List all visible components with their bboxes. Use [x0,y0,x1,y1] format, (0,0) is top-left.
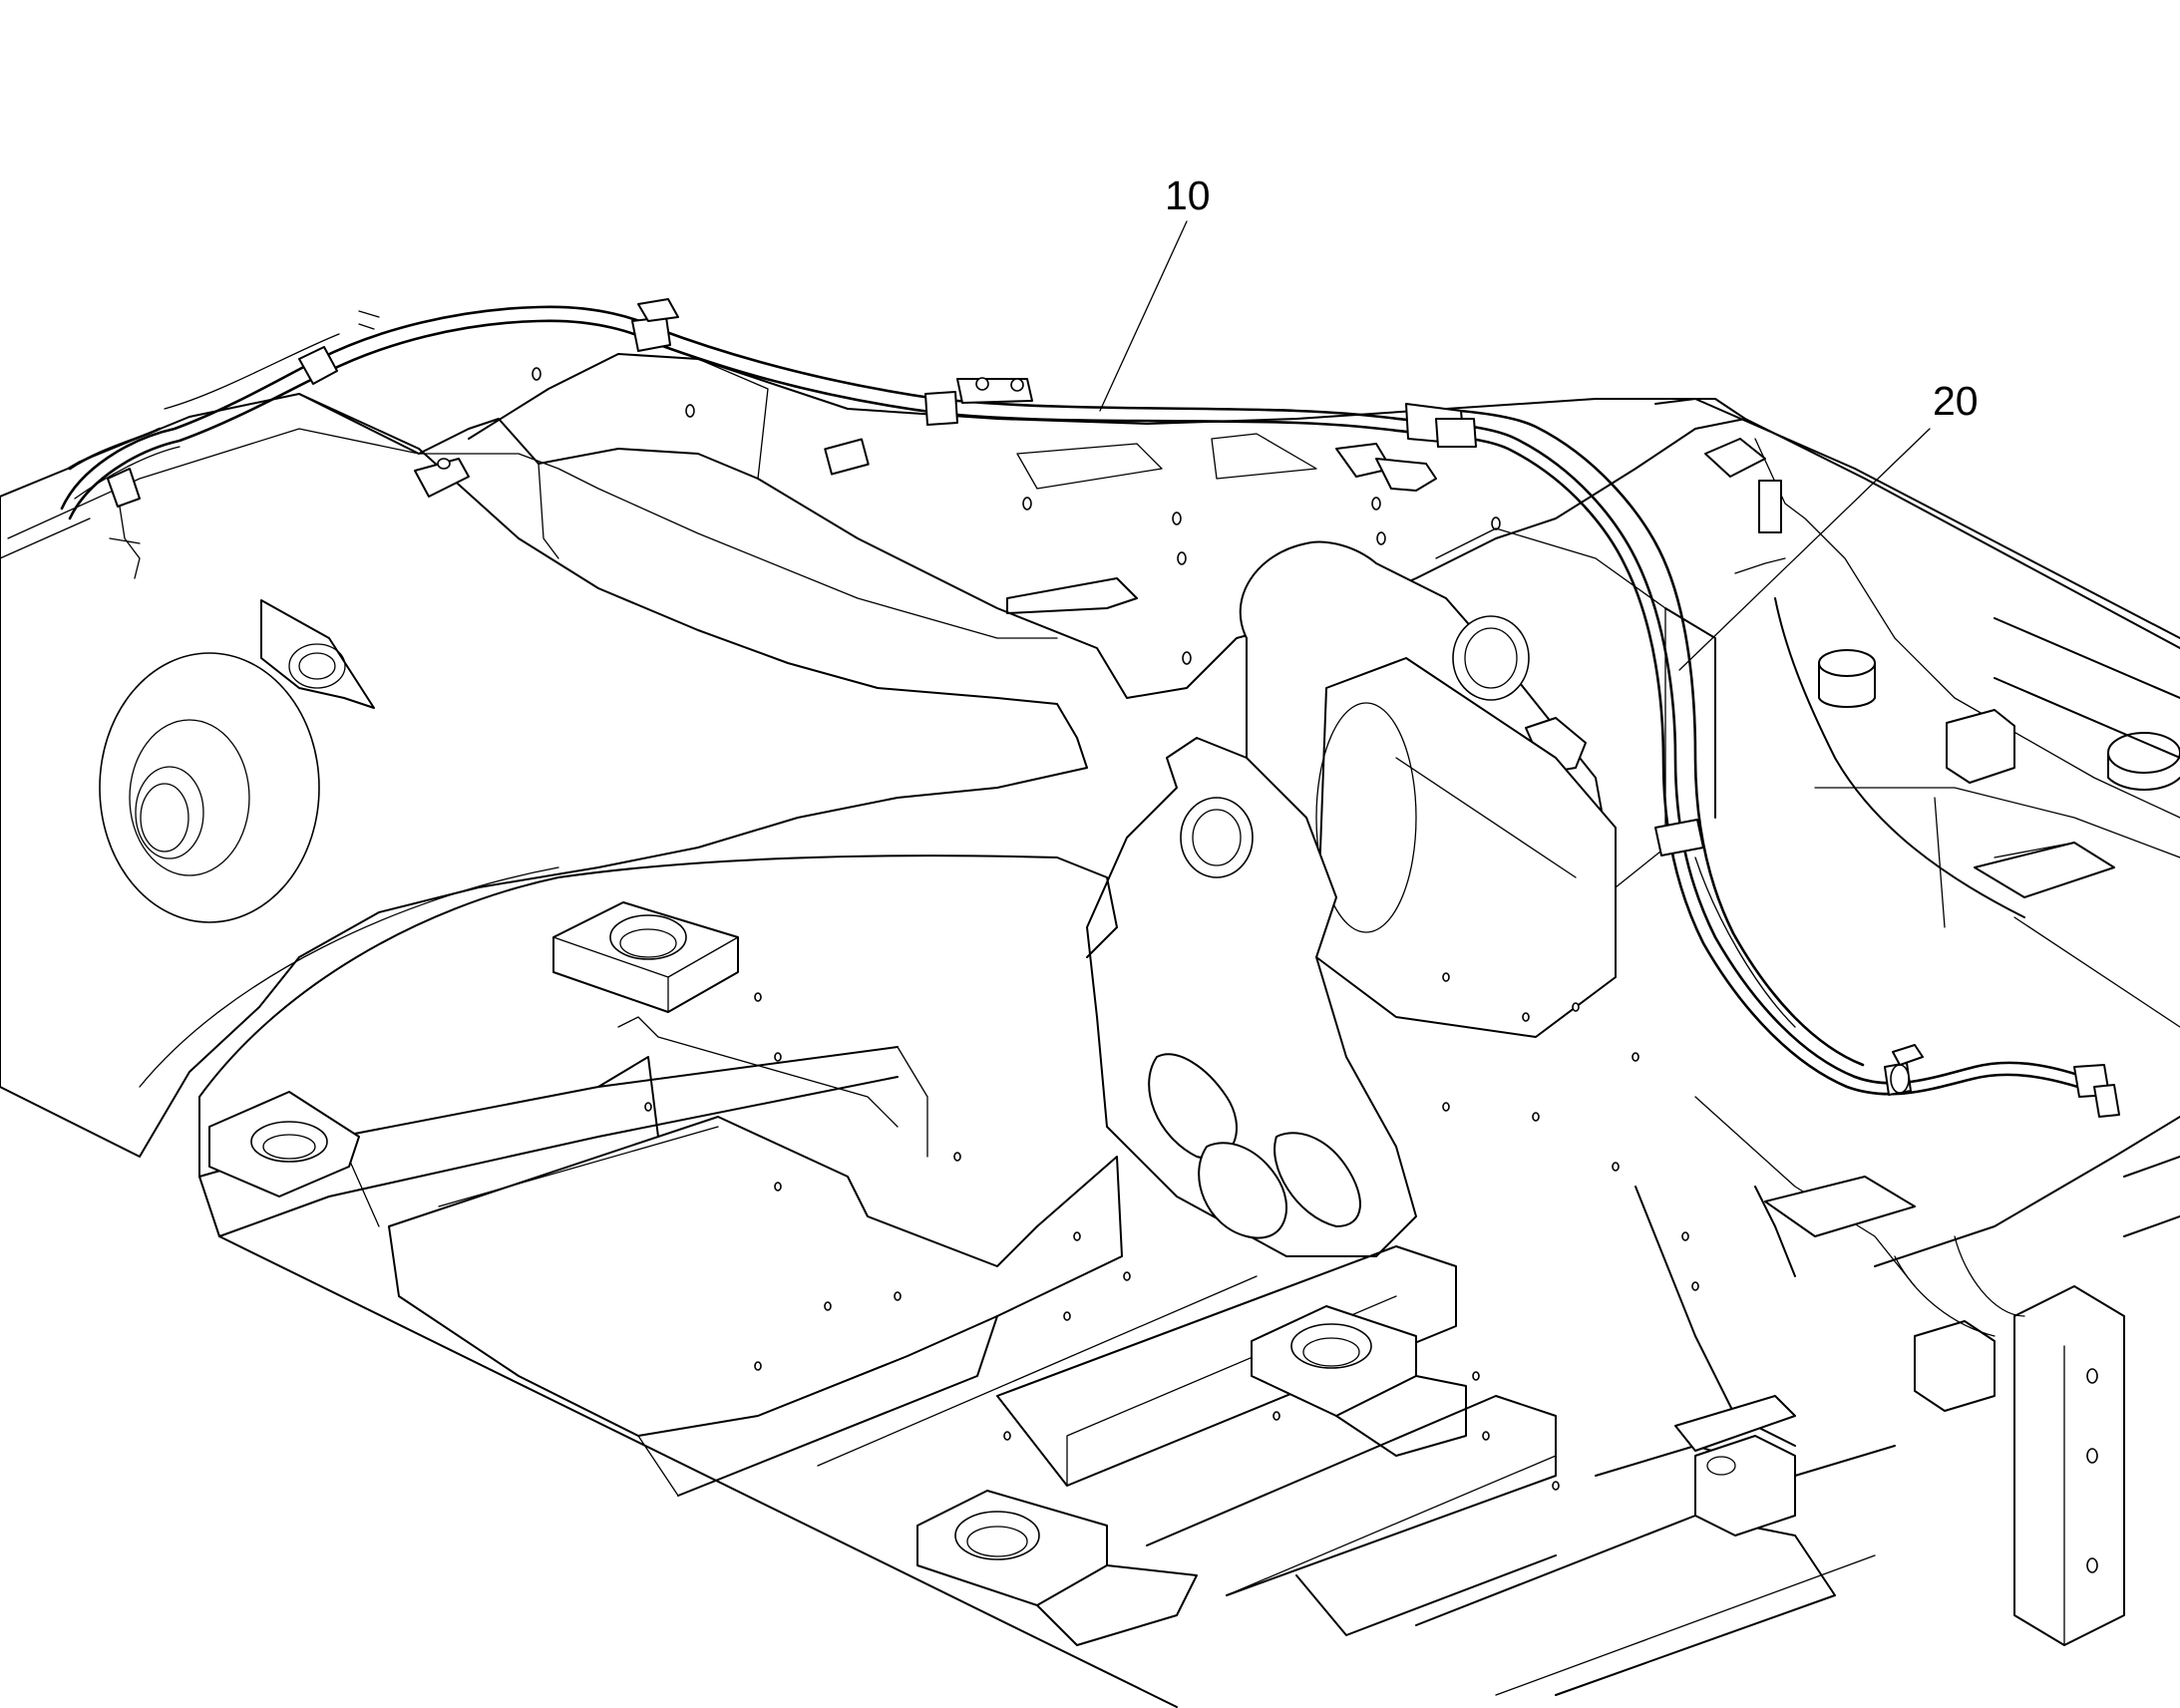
lower-main-frame [139,854,1916,1708]
bracket-plate [260,599,375,709]
cross-tube [1315,657,1617,1038]
clamp-2 [631,316,671,352]
leader-line-20 [1678,428,1931,671]
upper-deck-plate [298,353,1746,699]
callout-label-20: 20 [1933,378,1979,424]
pad-left [208,1091,360,1197]
wall-block [1758,480,1782,533]
right-uprights [1694,1116,2180,1646]
boom-pivot-towers [1086,527,1716,1257]
pad-upper-left [552,901,739,1013]
clamp-4 [1654,819,1704,856]
slew-bearing-boss [99,652,320,923]
callout-label-10: 10 [1165,172,1211,218]
deck-bracket [824,438,870,476]
right-frame [1654,398,2180,1028]
mounting-pads [208,901,1467,1646]
bolt-holes [644,972,1699,1491]
hose-assembly-10 [60,305,1418,520]
clamp-3 [924,391,958,426]
hose-fittings-20 [1335,403,2120,1118]
leader-line-10 [1099,220,1188,412]
left-side-panel [0,393,1088,1158]
clamp-1 [298,346,338,385]
callout-leaders [1099,220,1931,671]
pad-lower [916,1490,1198,1646]
hose-clamps-10 [107,298,1033,579]
pad-center [1251,1305,1467,1457]
